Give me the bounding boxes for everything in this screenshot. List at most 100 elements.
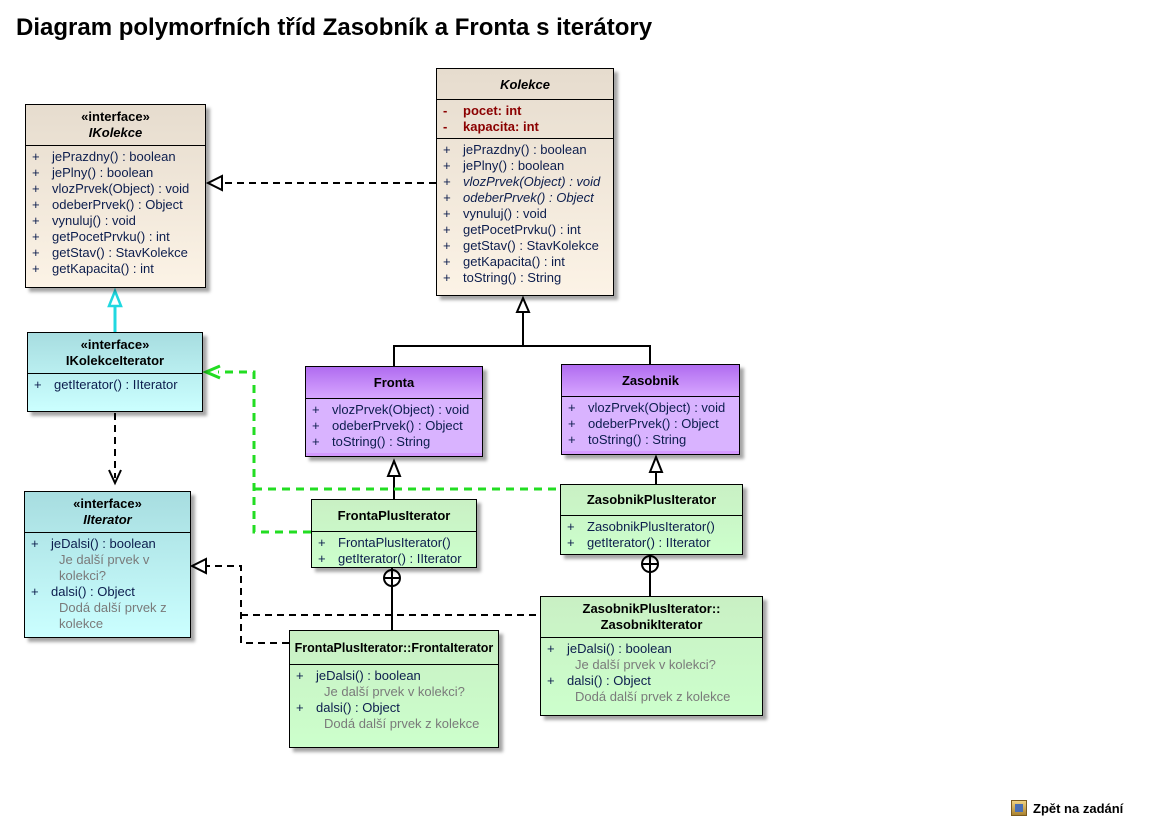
operation-row: +jeDalsi() : boolean xyxy=(294,668,494,684)
class-kolekce[interactable]: Kolekce -pocet: int-kapacita: int + jePra… xyxy=(436,68,614,296)
operation-row: +dalsi() : Object xyxy=(545,673,758,689)
operation-row: +jePrazdny() : boolean xyxy=(30,149,201,165)
member-signature: toString() : String xyxy=(332,434,431,449)
operation-row: +vlozPrvek(Object) : void xyxy=(566,400,735,416)
class-zasobnikplusiterator[interactable]: ZasobnikPlusIterator +ZasobnikPlusIterat… xyxy=(560,484,743,555)
operation-row: +toString() : String xyxy=(441,270,609,286)
operation-row: +ZasobnikPlusIterator() xyxy=(565,519,738,535)
member-signature: getPocetPrvku() : int xyxy=(463,222,581,237)
class-name-line1: ZasobnikPlusIterator:: xyxy=(582,601,721,616)
attributes-compartment: -pocet: int-kapacita: int xyxy=(437,100,613,139)
visibility-marker: + xyxy=(568,416,576,431)
class-zasobnikiterator[interactable]: ZasobnikPlusIterator::ZasobnikIterator +… xyxy=(540,596,763,716)
visibility-marker: - xyxy=(443,103,448,118)
class-name: IKolekceIterator xyxy=(65,353,165,368)
member-note: Dodá další prvek z kolekce xyxy=(59,600,167,631)
member-signature: vlozPrvek(Object) : void xyxy=(588,400,726,415)
class-zasobnik[interactable]: Zasobnik +vlozPrvek(Object) : void+odebe… xyxy=(561,364,740,455)
operation-row: + toString() : String xyxy=(566,432,735,448)
visibility-marker: + xyxy=(547,641,555,656)
visibility-marker: + xyxy=(567,535,575,550)
operation-row: +getKapacita() : int xyxy=(30,261,201,277)
operation-row: +odeberPrvek() : Object xyxy=(441,190,609,206)
operation-row: +getKapacita() : int xyxy=(441,254,609,270)
member-signature: jeDalsi() : boolean xyxy=(567,641,672,656)
visibility-marker: + xyxy=(32,213,40,228)
visibility-marker: + xyxy=(318,535,326,550)
page-title: Diagram polymorfních tříd Zasobník a Fro… xyxy=(16,14,653,41)
class-name: Fronta xyxy=(373,375,415,390)
visibility-marker: + xyxy=(32,165,40,180)
class-name: FrontaPlusIterator::FrontaIterator xyxy=(294,641,494,655)
member-note: Je další prvek v kolekci? xyxy=(59,552,150,583)
operation-row: +odeberPrvek() : Object xyxy=(310,418,478,434)
class-name: Kolekce xyxy=(500,77,550,92)
member-signature: jePrazdny() : boolean xyxy=(463,142,587,157)
member-note: Je další prvek v kolekci? xyxy=(575,657,716,672)
class-name: Zasobnik xyxy=(621,373,680,388)
visibility-marker: + xyxy=(443,190,451,205)
class-frontaplusiterator[interactable]: FrontaPlusIterator + FrontaPlusIterator()… xyxy=(311,499,477,568)
member-signature: getIterator() : IIterator xyxy=(54,377,178,392)
operation-row: +dalsi() : Object xyxy=(294,700,494,716)
operations-compartment: + jePrazdny() : boolean+jePlny() : boolea… xyxy=(437,139,613,289)
visibility-marker: + xyxy=(443,142,451,157)
visibility-marker: + xyxy=(32,261,40,276)
operation-row: +toString() : String xyxy=(310,434,478,450)
member-signature: jeDalsi() : boolean xyxy=(51,536,156,551)
operation-row: + dalsi() : Object xyxy=(29,584,186,600)
member-signature: toString() : String xyxy=(463,270,562,285)
operation-row: +getPocetPrvku() : int xyxy=(30,229,201,245)
class-name: FrontaPlusIterator xyxy=(337,508,451,523)
member-note: Dodá další prvek z kolekce xyxy=(324,716,480,731)
member-signature: odeberPrvek() : Object xyxy=(332,418,463,433)
operation-row: +vynuluj() : void xyxy=(441,206,609,222)
member-note: Dodá další prvek z kolekce xyxy=(575,689,731,704)
visibility-marker: + xyxy=(443,254,451,269)
stereotype-label: «interface» xyxy=(73,496,142,511)
visibility-marker: + xyxy=(443,206,451,221)
member-signature: getIterator() : IIterator xyxy=(338,551,462,566)
generalization-to-kolekce xyxy=(393,312,651,366)
member-signature: vynuluj() : void xyxy=(52,213,136,228)
visibility-marker: - xyxy=(443,119,448,134)
member-signature: kapacita: int xyxy=(463,119,539,134)
realization-iterators-iiterator xyxy=(206,565,540,644)
document-icon xyxy=(1011,800,1027,816)
operation-row: + jePrazdny() : boolean xyxy=(441,142,609,158)
visibility-marker: + xyxy=(31,584,39,599)
visibility-marker: + xyxy=(296,668,304,683)
class-frontaiterator[interactable]: FrontaPlusIterator::FrontaIterator +jeDa… xyxy=(289,630,499,748)
visibility-marker: + xyxy=(318,551,326,566)
visibility-marker: + xyxy=(443,174,451,189)
class-name: IIterator xyxy=(83,512,132,527)
attribute-row: -kapacita: int xyxy=(441,119,609,135)
operation-row: + vynuluj() : void xyxy=(30,213,201,229)
realization-to-ikolekceiterator xyxy=(218,370,560,534)
visibility-marker: + xyxy=(32,181,40,196)
stereotype-label: «interface» xyxy=(81,109,150,124)
member-signature: jePlny() : boolean xyxy=(52,165,154,180)
visibility-marker: + xyxy=(34,377,42,392)
class-ikolekceiterator[interactable]: «interface»IKolekceIterator +getIterator… xyxy=(27,332,203,412)
visibility-marker: + xyxy=(312,402,320,417)
member-signature: dalsi() : Object xyxy=(51,584,135,599)
member-signature: FrontaPlusIterator() xyxy=(338,535,451,550)
member-signature: getIterator() : IIterator xyxy=(587,535,711,550)
class-ikolekce[interactable]: «interface»IKolekce +jePrazdny() : boole… xyxy=(25,104,206,288)
back-to-assignment-link[interactable]: Zpět na zadání xyxy=(1011,800,1123,816)
operation-row: + jePlny() : boolean xyxy=(30,165,201,181)
member-signature: vlozPrvek(Object) : void xyxy=(52,181,190,196)
operation-row: +getStav() : StavKolekce xyxy=(441,238,609,254)
member-signature: toString() : String xyxy=(588,432,687,447)
visibility-marker: + xyxy=(568,432,576,447)
class-iiterator[interactable]: «interface»IIterator + jeDalsi() : boolea… xyxy=(24,491,191,638)
member-signature: ZasobnikPlusIterator() xyxy=(587,519,715,534)
class-fronta[interactable]: Fronta +vlozPrvek(Object) : void+odeberP… xyxy=(305,366,483,457)
back-link-label: Zpět na zadání xyxy=(1033,800,1124,816)
operations-compartment: + getIterator() : IIterator xyxy=(28,374,202,396)
member-signature: getStav() : StavKolekce xyxy=(52,245,188,260)
operation-row: +jePlny() : boolean xyxy=(441,158,609,174)
